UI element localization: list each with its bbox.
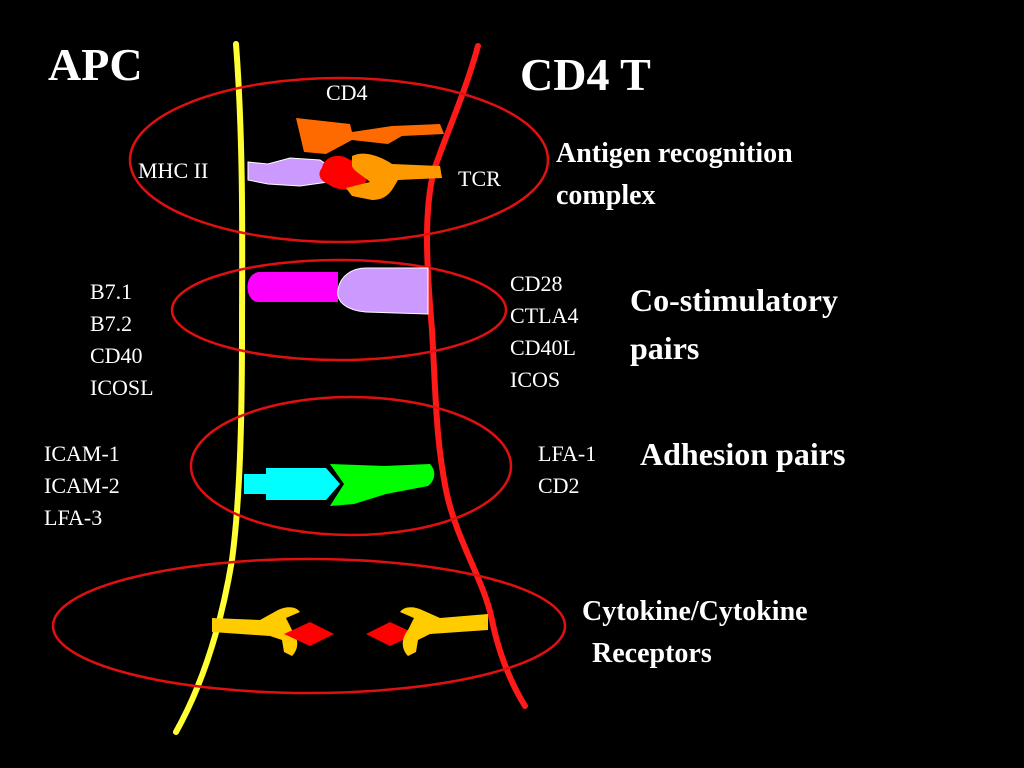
cytokine-left	[284, 622, 334, 646]
b7-molecule	[247, 272, 338, 302]
mhc-ii-molecule	[247, 157, 333, 187]
list-item: CTLA4	[510, 303, 579, 328]
costimulatory-title-line1: Co-stimulatory	[630, 282, 838, 318]
list-item: B7.1	[90, 279, 133, 304]
antigen-recognition-title-line1: Antigen recognition	[556, 138, 793, 169]
apc-membrane	[173, 41, 246, 735]
list-item: ICOSL	[90, 375, 154, 400]
cytokine-title-line1: Cytokine/Cytokine	[582, 596, 808, 627]
list-item: B7.2	[90, 311, 133, 336]
cd4-molecule	[296, 118, 444, 154]
list-item: LFA-3	[44, 505, 103, 530]
cytokine-right	[366, 622, 416, 646]
list-item: ICOS	[510, 367, 561, 392]
costimulatory-title-line2: pairs	[630, 330, 700, 366]
tcr-molecule	[346, 153, 442, 200]
list-item: CD40L	[510, 335, 576, 360]
mhc-ii-label: MHC II	[138, 158, 209, 183]
cytokine-receptor-left	[212, 607, 300, 656]
costimulatory-ellipse	[170, 258, 508, 362]
list-item: ICAM-1	[44, 441, 120, 466]
icam-molecule	[244, 468, 340, 500]
list-item: CD40	[90, 343, 143, 368]
adhesion-ellipse	[189, 395, 513, 537]
cytokine-receptor-right	[400, 607, 488, 656]
cd4-t-title: CD4 T	[520, 49, 651, 100]
t-costim-list: CD28 CTLA4 CD40L ICOS	[510, 268, 578, 396]
list-item: CD2	[538, 473, 580, 498]
cytokine-title-line2: Receptors	[592, 638, 712, 669]
tcr-label: TCR	[458, 166, 501, 191]
t-adhesion-list: LFA-1 CD2	[538, 438, 596, 502]
list-item: ICAM-2	[44, 473, 120, 498]
apc-costim-list: B7.1 B7.2 CD40 ICOSL	[90, 276, 154, 404]
apc-title: APC	[48, 39, 143, 90]
cytokine-ellipse	[51, 557, 567, 695]
list-item: LFA-1	[538, 441, 597, 466]
apc-adhesion-list: ICAM-1 ICAM-2 LFA-3	[44, 438, 120, 534]
list-item: CD28	[510, 271, 563, 296]
cd28-molecule	[337, 267, 429, 315]
cd4-label: CD4	[326, 80, 368, 105]
lfa1-molecule	[330, 464, 435, 506]
antigen-recognition-ellipse	[128, 76, 550, 244]
t-cell-membrane	[424, 43, 528, 709]
antigen-recognition-title-line2: complex	[556, 180, 656, 211]
adhesion-title: Adhesion pairs	[640, 436, 846, 472]
